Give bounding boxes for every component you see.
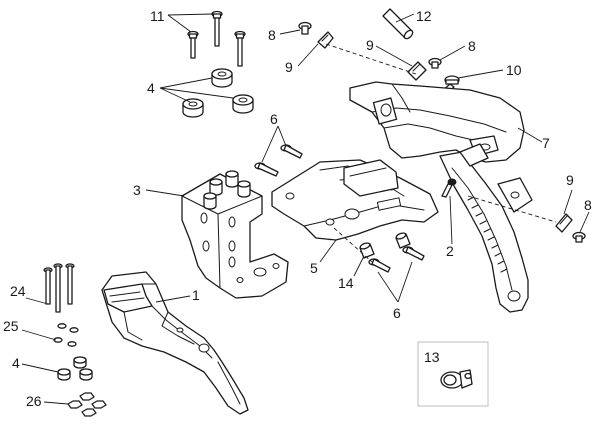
part-3-studs xyxy=(203,170,251,210)
callout-6: 6 xyxy=(393,305,401,321)
grommet-bottom-a xyxy=(57,368,71,381)
callout-9: 9 xyxy=(285,59,293,75)
grommet-top-left xyxy=(182,98,204,118)
bolt-6-d xyxy=(402,246,425,261)
bolt-24-a xyxy=(43,267,53,305)
part-6-bolts-upper xyxy=(254,144,303,177)
bolt-24-c xyxy=(65,263,75,305)
spacer-14-a xyxy=(359,242,375,259)
part-24-bolts xyxy=(43,263,75,313)
part-11-bolts xyxy=(187,10,246,67)
part-14-spacers xyxy=(359,232,411,259)
callout-4: 4 xyxy=(147,80,155,96)
part-7-rear-bracket xyxy=(349,81,525,163)
part-9-clip-upper-right xyxy=(407,61,427,81)
part-4-grommets-top xyxy=(182,68,254,118)
part-26-nuts xyxy=(67,392,107,417)
callout-labels: 11 12 8 9 9 8 10 4 6 7 3 9 8 2 5 14 6 24… xyxy=(3,8,592,409)
callout-24: 24 xyxy=(10,283,26,299)
callout-6: 6 xyxy=(270,111,278,127)
part-3-bracket xyxy=(181,170,289,299)
callout-12: 12 xyxy=(416,8,432,24)
callout-8: 8 xyxy=(268,27,276,43)
part-8-screw-top xyxy=(298,21,312,35)
callout-5: 5 xyxy=(310,260,318,276)
callout-1: 1 xyxy=(192,287,200,303)
part-4-grommets-bottom xyxy=(57,356,93,381)
callout-13: 13 xyxy=(424,349,440,365)
part-13-inset xyxy=(417,341,489,407)
bolt-6-c xyxy=(368,258,391,273)
part-6-bolts-lower xyxy=(368,246,425,273)
bolt-6-b xyxy=(280,144,303,159)
callout-11: 11 xyxy=(150,8,165,24)
part-2-screw xyxy=(441,178,457,198)
assembly-lines xyxy=(325,43,557,263)
part-2-mudguard-stay xyxy=(439,143,533,313)
grommet-bottom-c xyxy=(79,368,93,381)
part-1-light-housing xyxy=(101,271,249,415)
callout-7: 7 xyxy=(542,135,550,151)
bolt-6-a xyxy=(254,162,279,177)
bolt-11-right xyxy=(234,30,246,67)
callout-4: 4 xyxy=(12,355,20,371)
leader-lines xyxy=(21,13,590,405)
part-5-mounting-plate xyxy=(271,159,439,241)
callout-9: 9 xyxy=(566,172,574,188)
bolt-24-b xyxy=(53,263,63,313)
callout-25: 25 xyxy=(3,318,19,334)
grommet-top-bottom xyxy=(232,94,254,114)
part-25-washers xyxy=(53,323,79,347)
grommet-bottom-b xyxy=(73,356,87,369)
callout-14: 14 xyxy=(338,275,354,291)
part-9-clip-right xyxy=(555,213,573,233)
part-13-clip xyxy=(440,369,473,389)
part-8-screw-upper-right xyxy=(428,57,442,69)
grommet-top-right xyxy=(211,68,233,88)
part-12-spacer-tube xyxy=(382,8,414,40)
callout-8: 8 xyxy=(584,197,592,213)
callout-3: 3 xyxy=(133,182,141,198)
spacer-14-b xyxy=(395,232,411,249)
part-9-clip-top xyxy=(317,31,334,49)
callout-26: 26 xyxy=(26,393,42,409)
callout-10: 10 xyxy=(506,62,522,78)
bolt-11-middle xyxy=(211,10,223,47)
part-8-screw-right xyxy=(572,231,586,243)
callout-9: 9 xyxy=(366,37,374,53)
part-2-slots xyxy=(467,196,508,273)
bolt-11-left xyxy=(187,30,199,59)
callout-8: 8 xyxy=(468,38,476,54)
callout-2: 2 xyxy=(446,243,454,259)
